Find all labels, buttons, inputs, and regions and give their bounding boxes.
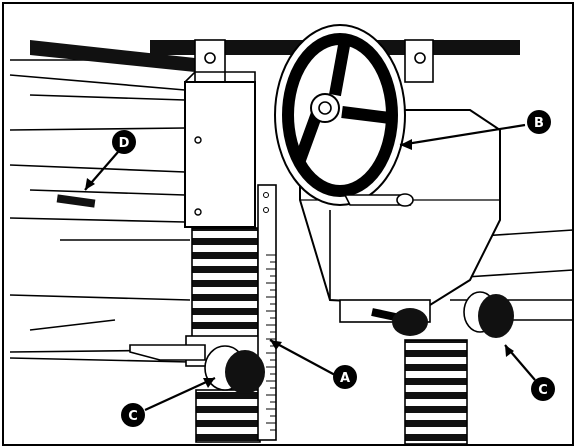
handwheel [274,24,414,207]
right-lock-knob [463,291,514,338]
callout-c-right: C [531,377,555,401]
callout-c-left-label: C [128,409,138,424]
arrowheads [85,139,514,388]
callout-a-label: A [340,371,350,386]
lock-lever [129,344,206,361]
callout-c-right-label: C [538,383,548,398]
callout-d-label: D [119,136,130,151]
depth-scale [257,184,277,441]
callout-c-left: C [121,403,145,427]
callout-b: B [527,110,551,134]
center-knob [371,308,428,336]
scale-pointer-mark [56,194,96,208]
callout-b-label: B [534,116,544,131]
callout-d: D [112,130,136,154]
callout-a: A [333,365,357,389]
